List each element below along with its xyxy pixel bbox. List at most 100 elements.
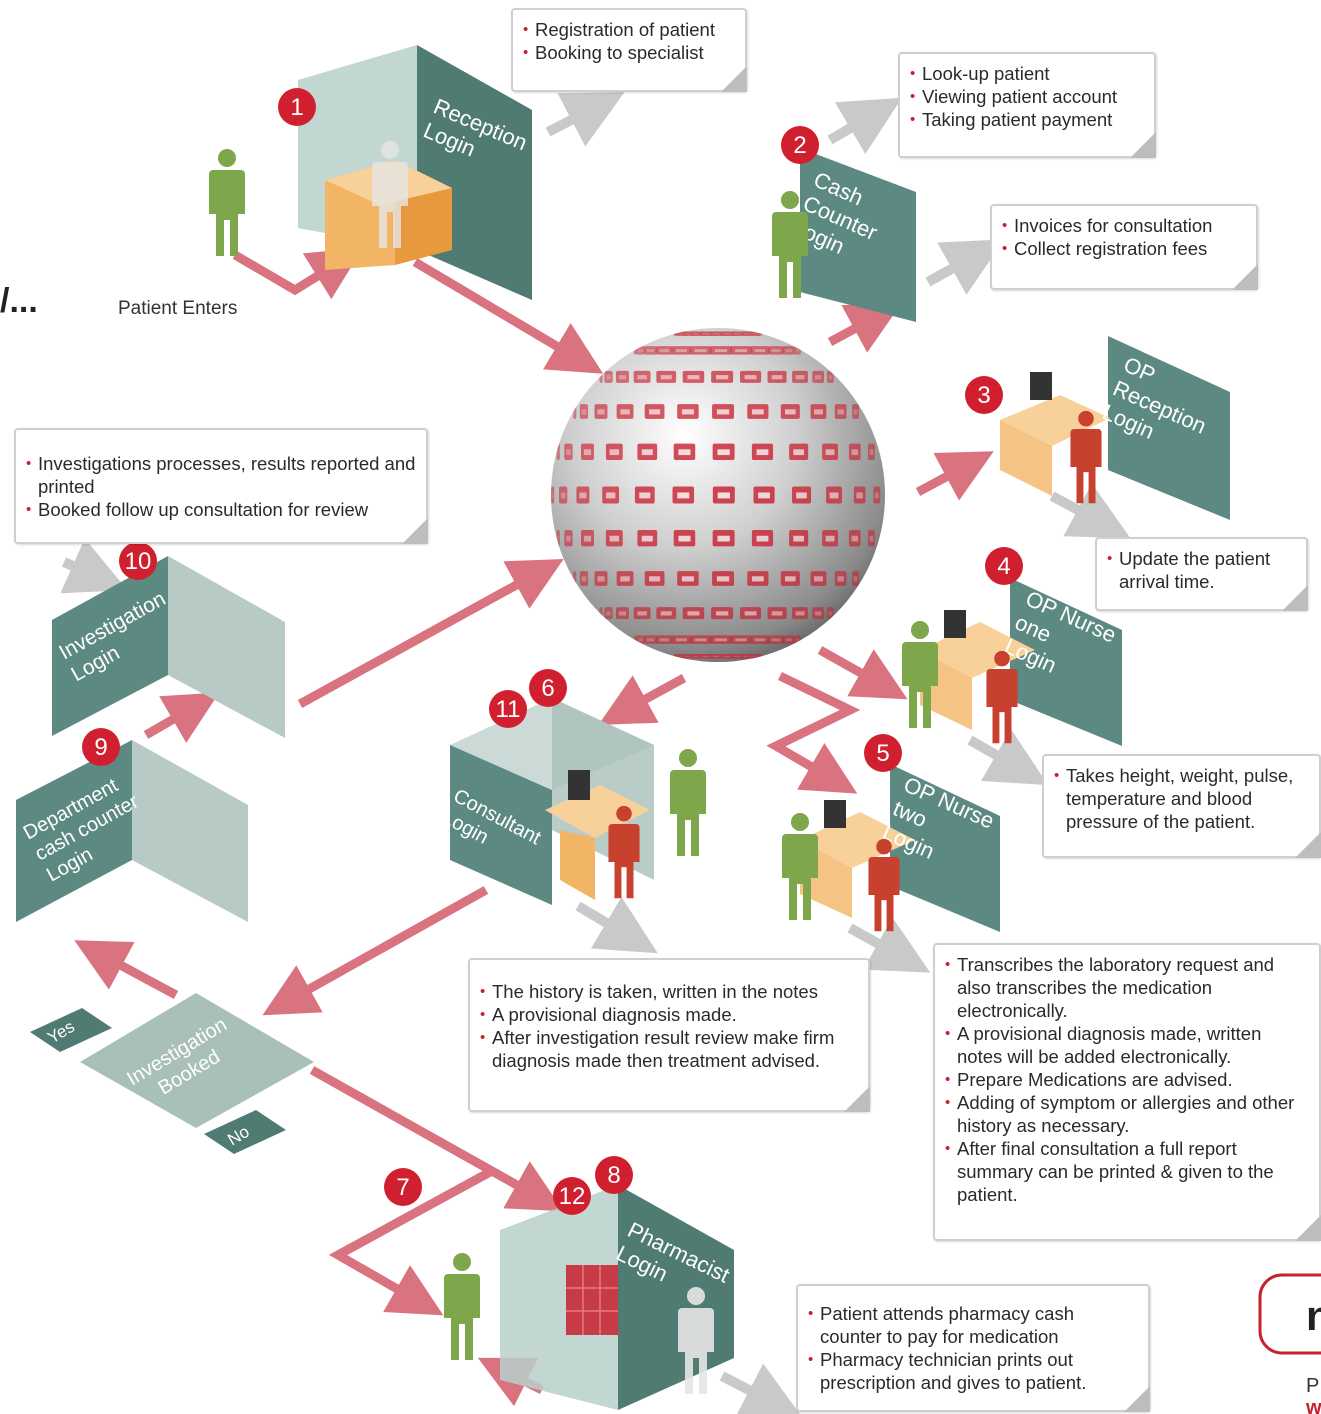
callout-item: Collect registration fees <box>1002 237 1246 260</box>
callout-fold <box>1124 1386 1150 1412</box>
callout-item: Pharmacy technician prints out prescript… <box>808 1348 1138 1394</box>
patient-figure <box>782 813 818 920</box>
callout-fold <box>1295 832 1321 858</box>
station-consultant: Consultant Login <box>438 698 654 905</box>
logo-line1: P <box>1306 1375 1319 1397</box>
arrow-nurse-one-callout <box>967 729 1048 785</box>
decision-investigation-booked: Investigation Booked Yes No <box>30 993 314 1154</box>
arrow-enter <box>232 247 363 300</box>
logo-glyph: n <box>1306 1292 1321 1339</box>
arrow-seven-to-pharmacy <box>328 1168 493 1316</box>
callout-op-reception: Update the patient arrival time. <box>1095 537 1308 611</box>
svg-text:6: 6 <box>541 675 554 702</box>
callout-item: After investigation result review make f… <box>480 1026 858 1072</box>
callout-reception: Registration of patient Booking to speci… <box>511 8 747 92</box>
svg-text:12: 12 <box>559 1183 586 1210</box>
callout-item: Patient attends pharmacy cash counter to… <box>808 1302 1138 1348</box>
step-badge-1: 1 <box>278 88 316 126</box>
arrow-consultant-to-decision <box>262 886 489 1016</box>
hub-sphere <box>551 328 885 662</box>
callout-item: Registration of patient <box>523 18 735 41</box>
callout-item: Booked follow up consultation for review <box>26 498 416 521</box>
flow-arrows <box>60 92 1131 1414</box>
callout-pharmacy: Patient attends pharmacy cash counter to… <box>796 1284 1150 1412</box>
step-badge-12: 12 <box>553 1177 591 1215</box>
callout-fold <box>1130 132 1156 158</box>
station-nurse-one: OP Nurse one Login <box>920 578 1122 746</box>
arrow-decision-yes <box>74 940 179 999</box>
svg-text:8: 8 <box>607 1162 620 1189</box>
arrow-op-reception-callout <box>1049 483 1131 539</box>
arrow-consultant-callout <box>575 896 658 954</box>
svg-text:5: 5 <box>876 740 889 767</box>
callout-item: Transcribes the laboratory request and a… <box>945 953 1305 1022</box>
callout-fold <box>402 518 428 544</box>
station-op-reception: OP Reception Login <box>1000 336 1230 520</box>
callout-item: Booking to specialist <box>523 41 735 64</box>
arrow-nurse-two-callout <box>847 917 931 973</box>
step-badges: 1 2 3 4 5 6 7 8 9 10 11 12 <box>82 88 1023 1215</box>
arrow-hub-to-cash <box>827 303 902 353</box>
station-dept-cash-counter: Department cash counter Login <box>16 740 248 922</box>
arrow-hub-to-nurse-one <box>817 646 908 700</box>
callout-fold <box>844 1086 870 1112</box>
callout-item: Update the patient arrival time. <box>1107 547 1296 593</box>
arrow-pharmacy-callout <box>719 1363 803 1414</box>
patient-figure <box>209 149 245 256</box>
step-badge-4: 4 <box>985 547 1023 585</box>
patient-figure <box>902 621 938 728</box>
callout-nurse-two: Transcribes the laboratory request and a… <box>933 943 1321 1241</box>
callout-item: Adding of symptom or allergies and other… <box>945 1091 1305 1137</box>
arrow-cash-callout-b <box>925 239 1005 295</box>
callout-item: After final consultation a full report s… <box>945 1137 1305 1206</box>
callout-item: Taking patient payment <box>910 108 1144 131</box>
callout-item: Prepare Medications are advised. <box>945 1068 1305 1091</box>
svg-text:3: 3 <box>977 382 990 409</box>
station-nurse-two: OP Nurse two Login <box>800 764 1000 932</box>
callout-fold <box>1232 264 1258 290</box>
svg-text:7: 7 <box>396 1174 409 1201</box>
svg-text:10: 10 <box>125 548 152 575</box>
svg-text:2: 2 <box>793 132 806 159</box>
callout-fold <box>721 66 747 92</box>
step-badge-7: 7 <box>384 1168 422 1206</box>
left-edge-fragment: /... <box>0 282 38 320</box>
step-badge-6: 6 <box>529 669 567 707</box>
patient-figure <box>670 749 706 856</box>
svg-text:1: 1 <box>290 94 303 121</box>
station-reception: Reception Login <box>298 45 532 300</box>
arrow-dept-to-investigation <box>143 692 220 743</box>
callout-item: A provisional diagnosis made, written no… <box>945 1022 1305 1068</box>
callout-cash-counter-b: Invoices for consultation Collect regist… <box>990 204 1258 290</box>
callout-item: Investigations processes, results report… <box>26 452 416 498</box>
arrow-investigation-callout <box>60 538 128 594</box>
arrow-hub-to-nurse-two <box>766 671 861 794</box>
callout-fold <box>1295 1215 1321 1241</box>
callout-investigation: Investigations processes, results report… <box>14 428 428 544</box>
station-pharmacy: Pharmacist Login <box>500 1185 734 1410</box>
step-badge-11: 11 <box>489 690 527 728</box>
svg-text:9: 9 <box>94 734 107 761</box>
callout-cash-counter-a: Look-up patient Viewing patient account … <box>898 52 1156 158</box>
arrow-investigation-to-hub <box>297 558 564 708</box>
arrow-hub-to-consultant <box>598 674 687 725</box>
arrow-decision-no <box>309 1066 564 1212</box>
logo-fragment: n P w <box>1258 1273 1321 1414</box>
callout-consultant: The history is taken, written in the not… <box>468 958 870 1112</box>
callout-item: Viewing patient account <box>910 85 1144 108</box>
arrow-cash-callout-a <box>827 97 902 155</box>
callout-item: Invoices for consultation <box>1002 214 1246 237</box>
arrow-reception-callout <box>545 92 625 147</box>
callout-item: The history is taken, written in the not… <box>480 980 858 1003</box>
step-badge-2: 2 <box>781 126 819 164</box>
step-badge-10: 10 <box>119 542 157 580</box>
step-badge-3: 3 <box>965 376 1003 414</box>
step-badge-5: 5 <box>864 734 902 772</box>
logo-line2: w <box>1305 1397 1321 1414</box>
patient-figure <box>444 1253 480 1360</box>
callout-item: Look-up patient <box>910 62 1144 85</box>
callout-item: Takes height, weight, pulse, temperature… <box>1054 764 1309 833</box>
callout-fold <box>1282 585 1308 611</box>
arrow-hub-to-op-reception <box>915 451 994 501</box>
